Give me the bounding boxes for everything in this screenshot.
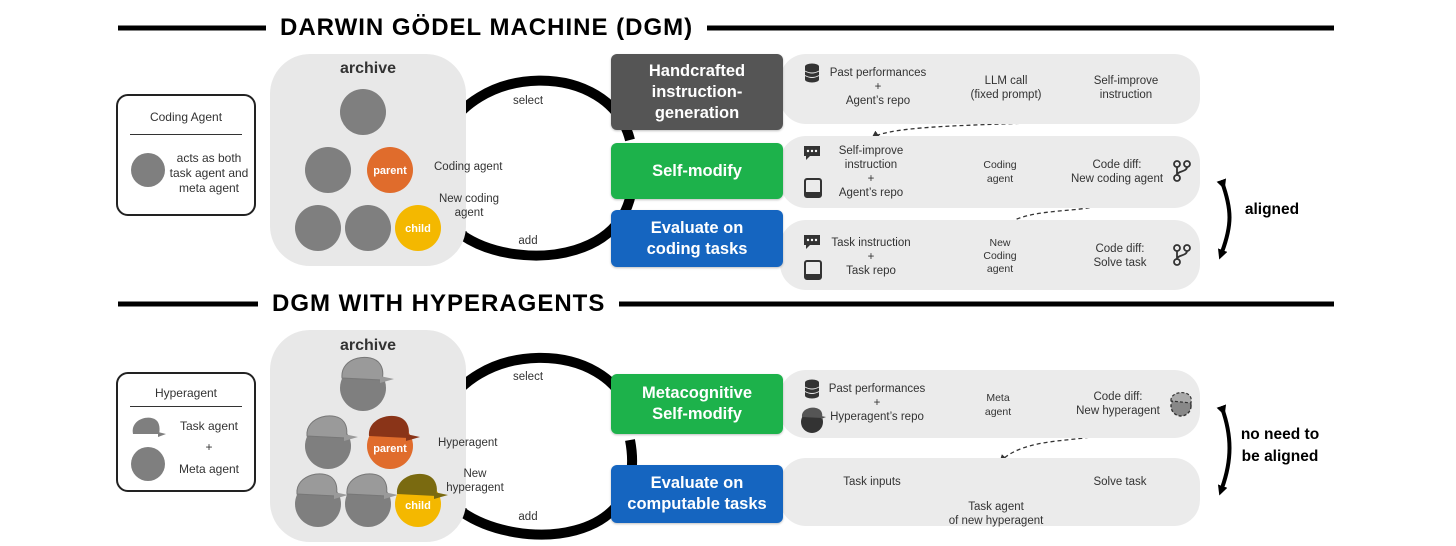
dgm-lane-instruction: [780, 54, 1200, 124]
cap-icon: [132, 417, 166, 437]
dgm-archive-label: archive: [339, 60, 397, 77]
dgm-add-label: add: [518, 235, 538, 247]
coding-agent-circle-icon: [131, 153, 165, 187]
hyper-archive-label: archive: [339, 337, 397, 354]
parent-hyperagent-node: [367, 415, 420, 469]
meta-agent-circle-icon: [131, 447, 165, 481]
chat-icon: [804, 235, 820, 249]
dgm-lane2-output: Code diff: New coding agent: [1070, 159, 1164, 185]
legend-title: Coding Agent: [149, 110, 223, 124]
hyper-lane1-input: Past performances + Hyperagent’s repo: [828, 383, 926, 423]
new-hyperagent-icon: [1170, 391, 1192, 417]
legend-title: Hyperagent: [154, 386, 218, 400]
hyperagent-node: [295, 473, 348, 527]
git-branch-icon: [1173, 244, 1191, 266]
dgm-archive-tree: [295, 89, 441, 251]
hyper-lane-metacognitive: [780, 370, 1200, 438]
legend-plus: +: [205, 440, 213, 454]
step-evaluate-computable-tasks[interactable]: Evaluate on computable tasks: [611, 465, 783, 523]
dgm-lane3-process: New Coding agent: [983, 237, 1017, 275]
dgm-lane-evaluate: [780, 220, 1200, 290]
dgm-legend: Coding Agent acts as both task agent and…: [116, 94, 256, 216]
hyper-lane2-process: Task agent of new hyperagent: [948, 501, 1044, 527]
legend-meta-agent: Meta agent: [178, 462, 240, 476]
hyperagent-node: [305, 415, 358, 469]
hyper-add-label: add: [518, 511, 538, 523]
aligned-double-arrow: [1216, 178, 1232, 260]
dgm-lane1-output: Self-improve instruction: [1093, 75, 1159, 101]
legend-description: acts as both task agent and meta agent: [169, 151, 249, 195]
child-hyperagent-node: [395, 473, 448, 527]
hyper-legend: Hyperagent Task agent + Meta agent: [116, 372, 256, 492]
archive-node: [305, 147, 351, 193]
repo-icon: [804, 178, 822, 198]
hyper-select-arc: [435, 352, 635, 422]
dgm-new-coding-agent-label: New coding agent: [438, 193, 500, 219]
hyper-not-aligned-label: no need to be aligned: [1240, 426, 1320, 465]
dgm-lane-self-modify: [780, 136, 1200, 208]
hyper-hyperagent-label: Hyperagent: [438, 437, 498, 449]
dgm-lane3-output: Code diff: Solve task: [1093, 243, 1147, 269]
hyper-lane2-input: Task inputs: [843, 476, 901, 488]
database-icon: [804, 379, 820, 399]
hyper-new-hyperagent-label: New hyperagent: [446, 468, 504, 494]
hyper-lane1-output: Code diff: New hyperagent: [1076, 391, 1160, 417]
dgm-select-arc: [435, 75, 635, 147]
repo-icon: [804, 260, 822, 280]
hyper-archive-tree: [295, 356, 448, 527]
step-metacognitive-self-modify[interactable]: Metacognitive Self-modify: [611, 374, 783, 434]
dgm-coding-agent-label: Coding agent: [434, 161, 503, 173]
dgm-lane1-process: LLM call (fixed prompt): [970, 75, 1042, 101]
dgm-aligned-label: aligned: [1244, 201, 1300, 218]
hyper-parent-label: parent: [373, 443, 407, 455]
hyper-child-label: child: [405, 500, 431, 512]
archive-node: [295, 205, 341, 251]
hyperagent-node: [345, 473, 398, 527]
dgm-select-label: select: [512, 95, 544, 107]
archive-node: [345, 205, 391, 251]
hyper-lane2-output: Solve task: [1093, 476, 1147, 488]
hyperagent-node: [340, 356, 394, 411]
chat-icon: [804, 146, 820, 160]
hyper-select-label: select: [512, 371, 544, 383]
dashed-arrow: [871, 109, 1116, 139]
git-branch-icon: [1173, 160, 1191, 182]
step-evaluate-coding-tasks[interactable]: Evaluate on coding tasks: [611, 210, 783, 267]
hyper-lane1-process: Meta agent: [984, 392, 1012, 418]
hyperagent-icon: [801, 407, 826, 433]
not-aligned-double-arrow: [1216, 404, 1232, 496]
archive-node: [340, 89, 386, 135]
step-self-modify[interactable]: Self-modify: [611, 143, 783, 199]
step-handcrafted-instruction-generation[interactable]: Handcrafted instruction- generation: [611, 54, 783, 130]
dgm-lane2-input: Self-improve instruction + Agent’s repo: [838, 145, 904, 199]
legend-task-agent: Task agent: [179, 419, 239, 433]
legend-divider: [130, 406, 242, 407]
dgm-title: DARWIN GÖDEL MACHINE (DGM): [266, 14, 708, 42]
dgm-child-label: child: [405, 223, 431, 235]
hyper-title: DGM WITH HYPERAGENTS: [258, 290, 620, 318]
dgm-parent-label: parent: [373, 165, 407, 177]
parent-node: [367, 147, 413, 193]
child-node: [395, 205, 441, 251]
legend-divider: [130, 134, 242, 135]
dgm-lane3-input: Task instruction + Task repo: [831, 237, 911, 277]
hyper-lane-evaluate: [780, 458, 1200, 526]
dgm-lane1-input: Past performances + Agent’s repo: [829, 67, 927, 107]
dgm-lane2-process: Coding agent: [983, 159, 1017, 185]
database-icon: [804, 63, 820, 83]
